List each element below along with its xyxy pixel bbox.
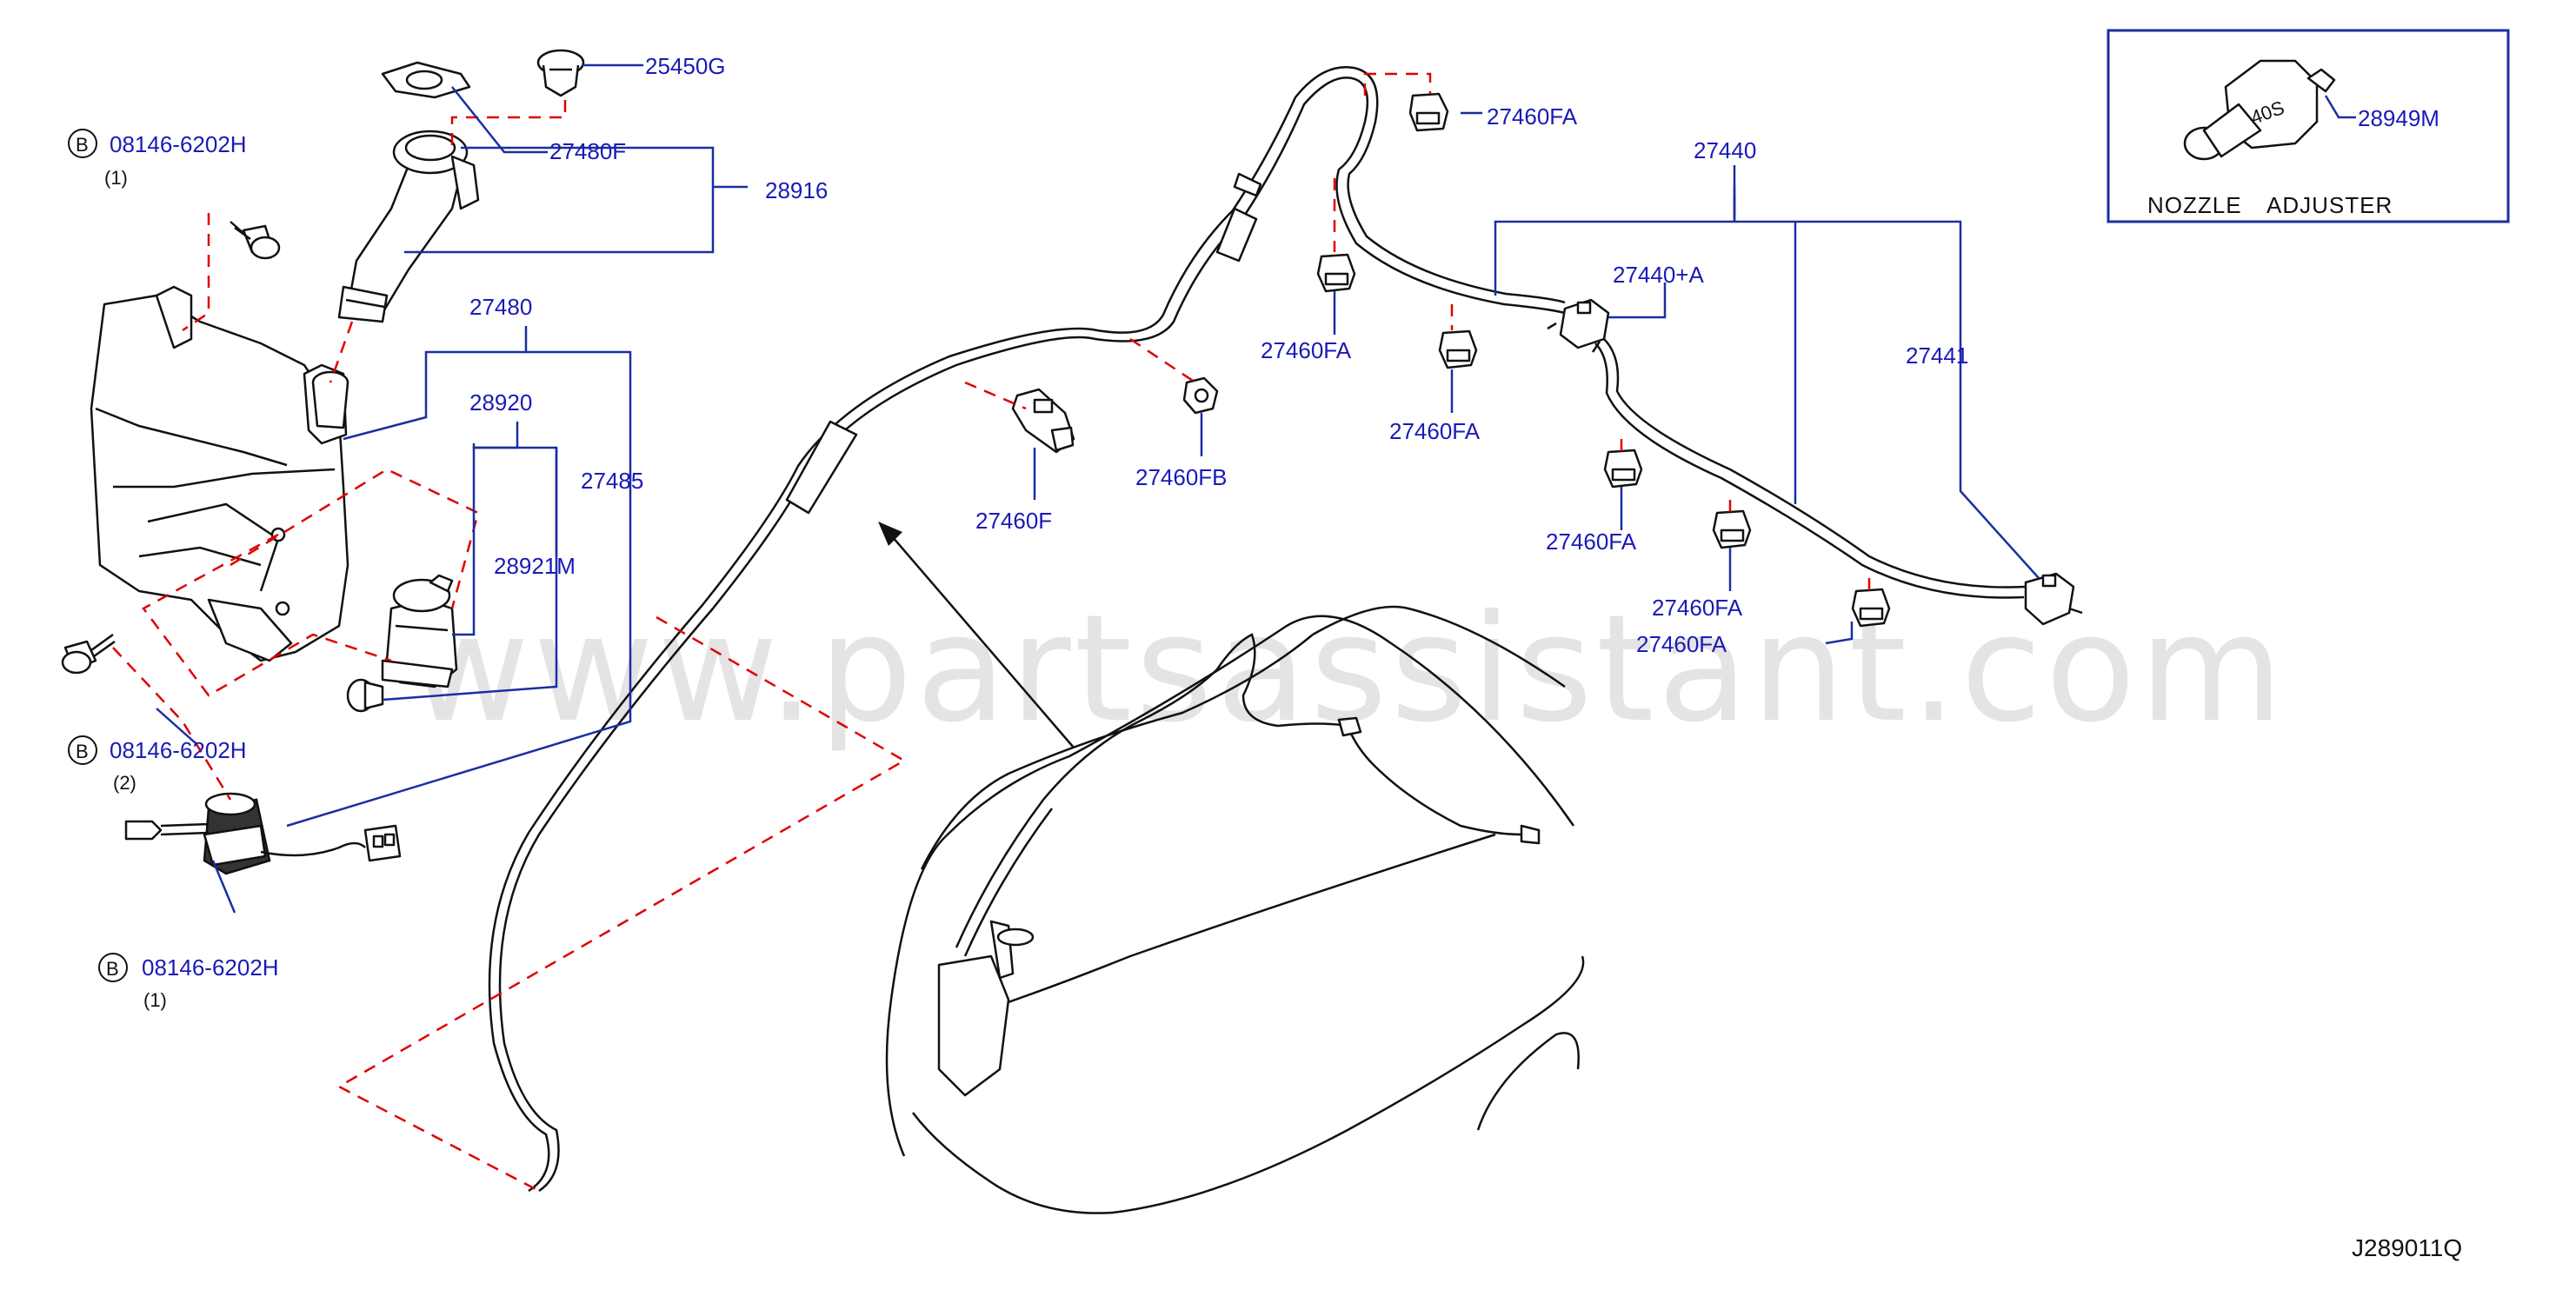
- label-qty-2: (2): [113, 772, 136, 794]
- diagram-code: J289011Q: [2352, 1234, 2462, 1261]
- washer-tank-drawing: [90, 285, 349, 662]
- b-letter-3: B: [106, 958, 119, 980]
- label-bolt-code-3[interactable]: 08146-6202H: [142, 954, 279, 981]
- label-28949M[interactable]: 28949M: [2358, 105, 2440, 131]
- motor-27485-drawing: [203, 792, 402, 875]
- arrow-line: [886, 529, 1075, 748]
- clip-27460FB-drawing: [1182, 376, 1219, 415]
- joint-27440A-drawing: [1547, 298, 1610, 353]
- clip-27460F-drawing: [1011, 388, 1075, 454]
- label-27460FB[interactable]: 27460FB: [1135, 464, 1228, 490]
- label-27460FA-3[interactable]: 27460FA: [1389, 418, 1481, 444]
- label-27460FA-6[interactable]: 27460FA: [1636, 631, 1727, 657]
- label-qty-1: (1): [104, 167, 128, 189]
- arrow-head: [878, 522, 902, 546]
- label-27480[interactable]: 27480: [469, 294, 532, 320]
- b-circle-1: [68, 129, 97, 158]
- cap-27480F-drawing: [381, 61, 471, 99]
- tank-neck-drawing: [311, 370, 349, 429]
- main-hose-inner: [488, 66, 1566, 1193]
- label-28916[interactable]: 28916: [765, 177, 828, 203]
- clip-27460FA-drawing: [1316, 92, 1891, 628]
- b-circle-3: [98, 953, 128, 982]
- branch-hose-outer: [1603, 338, 2027, 588]
- label-27441[interactable]: 27441: [1906, 342, 1968, 369]
- hose-sleeve-lower: [785, 420, 858, 515]
- nozzle-27441-drawing: [2024, 572, 2083, 626]
- leader-lines: [156, 63, 2040, 914]
- b-circle-2: [68, 735, 97, 765]
- inset-leader: [2324, 95, 2356, 119]
- label-27440A[interactable]: 27440+A: [1613, 262, 1704, 288]
- label-28920[interactable]: 28920: [469, 389, 532, 416]
- dashed-connection-lines: [112, 72, 1871, 1193]
- label-27480F[interactable]: 27480F: [549, 138, 626, 164]
- label-27460FA-4[interactable]: 27460FA: [1546, 529, 1637, 555]
- hose-sleeve-mid: [1215, 207, 1258, 263]
- label-27485[interactable]: 27485: [581, 468, 643, 494]
- bolt-lower-drawing: [124, 820, 210, 841]
- inset-caption-nozzle: NOZZLE: [2147, 192, 2242, 218]
- label-bolt-code-1[interactable]: 08146-6202H: [110, 131, 247, 157]
- nozzle-adjuster-drawing: 40S: [2183, 59, 2336, 161]
- label-27460FA-1[interactable]: 27460FA: [1487, 103, 1578, 130]
- label-25450G[interactable]: 25450G: [645, 53, 726, 79]
- label-27460FA-2[interactable]: 27460FA: [1261, 337, 1352, 363]
- label-27440[interactable]: 27440: [1694, 137, 1756, 163]
- label-27460F[interactable]: 27460F: [975, 508, 1052, 534]
- label-qty-3: (1): [143, 989, 167, 1011]
- car-body-outline: [885, 605, 1585, 1214]
- grommet-28921M-drawing: [346, 678, 384, 713]
- main-hose-outer: [498, 76, 1566, 1193]
- grommet-25450G-drawing: [536, 49, 585, 97]
- filler-neck-drawing: [337, 130, 480, 323]
- inset-box: [2107, 29, 2510, 223]
- inset-caption-adjuster: ADJUSTER: [2266, 192, 2393, 218]
- hose-sleeve-upper: [1233, 172, 1262, 197]
- pump-28920-drawing: [381, 574, 458, 688]
- label-28921M[interactable]: 28921M: [494, 553, 576, 579]
- b-letter-1: B: [76, 134, 89, 156]
- b-letter-2: B: [76, 741, 89, 762]
- bolt-top-drawing: [230, 221, 281, 260]
- label-27460FA-5[interactable]: 27460FA: [1652, 595, 1743, 621]
- bolt-mid-drawing: [61, 633, 116, 675]
- label-bolt-code-2[interactable]: 08146-6202H: [110, 737, 247, 763]
- branch-hose-inner: [1594, 342, 2025, 599]
